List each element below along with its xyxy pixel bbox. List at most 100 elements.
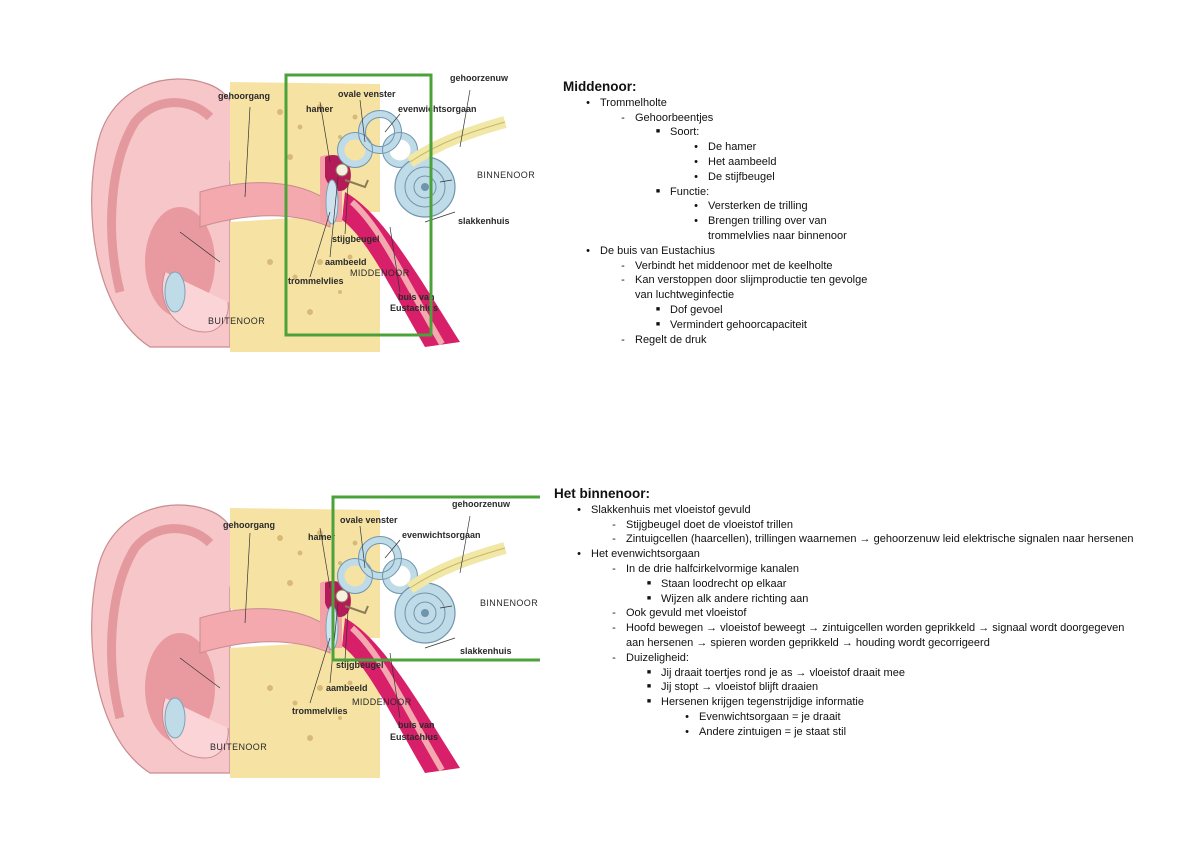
note-text: Hoofd bewegen → vloeistof beweegt → zint…: [626, 622, 1125, 635]
note-text: Regelt de druk: [635, 333, 707, 346]
bullet-marker: ■: [655, 128, 661, 136]
bullet-marker: ■: [655, 187, 661, 195]
note-text: Zintuigcellen (haarcellen), trillingen w…: [626, 533, 1134, 546]
ear-anatomy-figure: gehoorgang ovale venster gehoorzenuw ham…: [91, 73, 535, 352]
note-item: -Stijgbeugel doet de vloeistof trillen: [554, 518, 1134, 533]
note-item: -Kan verstoppen door slijmproductie ten …: [563, 273, 867, 288]
bullet-marker: •: [685, 725, 689, 738]
note-text: Jij draait toertjes rond je as → vloeist…: [661, 666, 905, 679]
highlight-box-binnenoor: [331, 495, 540, 662]
note-item: • De hamer: [563, 140, 867, 155]
bullet-marker: •: [694, 170, 698, 183]
note-item: trommelvlies naar binnenoor: [563, 229, 867, 244]
note-text: Wijzen alk andere richting aan: [661, 592, 809, 605]
note-item: -Hoofd bewegen → vloeistof beweegt → zin…: [554, 621, 1134, 636]
label-hamer: hamer: [306, 104, 334, 114]
note-item: • De buis van Eustachius: [563, 244, 867, 259]
note-text: Trommelholte: [600, 96, 667, 109]
note-item: • Brengen trilling over van: [563, 214, 867, 229]
label-gehoorzenuw: gehoorzenuw: [450, 73, 509, 83]
bullet-marker: ■: [655, 305, 661, 313]
note-item: ■Wijzen alk andere richting aan: [554, 592, 1134, 607]
bullet-marker: •: [586, 96, 590, 109]
label-binnenoor: BINNENOOR: [477, 170, 535, 180]
label-gehoorgang: gehoorgang: [223, 520, 275, 530]
note-text: Hersenen krijgen tegenstrijdige informat…: [661, 696, 864, 709]
notes-list-binnenoor: • Slakkenhuis met vloeistof gevuld -Stijgb…: [554, 503, 1134, 740]
bullet-marker: •: [586, 244, 590, 257]
note-item: •Het evenwichtsorgaan: [554, 547, 1134, 562]
section-title-binnenoor: Het binnenoor:: [554, 486, 650, 501]
note-text: Vermindert gehoorcapaciteit: [670, 318, 807, 331]
bullet-marker: •: [694, 141, 698, 154]
note-item: •Het aambeeld: [563, 155, 867, 170]
label-slakkenhuis: slakkenhuis: [458, 216, 510, 226]
highlight-box-middenoor: [284, 73, 433, 337]
label-trommelvlies: trommelvlies: [288, 276, 344, 286]
notes-binnenoor: Het binnenoor: • Slakkenhuis met vloeisto…: [554, 486, 1134, 740]
label-stijgbeugel: stijgbeugel: [336, 660, 384, 670]
note-item: •De stijfbeugel: [563, 170, 867, 185]
note-item: • Andere zintuigen = je staat stil: [554, 725, 1134, 740]
note-text: Slakkenhuis met vloeistof gevuld: [591, 503, 751, 516]
bullet-marker: -: [612, 562, 616, 575]
note-item: •Evenwichtsorgaan = je draait: [554, 710, 1134, 725]
note-item: -Ook gevuld met vloeistof: [554, 606, 1134, 621]
bullet-marker: •: [694, 215, 698, 228]
note-text: Het aambeeld: [708, 155, 777, 168]
note-text: van luchtweginfectie: [635, 289, 735, 302]
label-slakkenhuis: slakkenhuis: [460, 646, 512, 656]
note-item: • Trommelholte: [563, 96, 867, 111]
label-ovale-venster: ovale venster: [338, 89, 396, 99]
notes-list-middenoor: •Trommelholte-Gehoorbeentjes■Soort:•De h…: [563, 96, 867, 348]
bullet-marker: ■: [646, 683, 652, 691]
bullet-marker: -: [621, 274, 625, 287]
bullet-marker: ■: [646, 668, 652, 676]
ear-diagram-middenoor: gehoorgang ovale venster gehoorzenuw ham…: [80, 62, 540, 352]
bullet-marker: -: [612, 622, 616, 635]
note-item: •Versterken de trilling: [563, 199, 867, 214]
note-text: Andere zintuigen = je staat stil: [699, 725, 847, 738]
bullet-marker: ■: [655, 320, 661, 328]
note-text: De hamer: [708, 141, 757, 154]
bullet-marker: •: [577, 548, 581, 561]
label-evenwichtsorgaan: evenwichtsorgaan: [398, 104, 477, 114]
label-buis-van: buis van: [398, 720, 435, 730]
label-stijgbeugel: stijgbeugel: [332, 234, 380, 244]
label-binnenoor: BINNENOOR: [480, 598, 538, 608]
notes-middenoor: Middenoor: •Trommelholte-Gehoorbeentjes■…: [563, 79, 867, 348]
note-item: ■ Dof gevoel: [563, 303, 867, 318]
label-evenwichtsorgaan: evenwichtsorgaan: [402, 530, 481, 540]
label-gehoorzenuw: gehoorzenuw: [452, 499, 511, 509]
bullet-marker: -: [621, 333, 625, 346]
note-text: Brengen trilling over van: [708, 215, 827, 228]
note-text: In de drie halfcirkelvormige kanalen: [626, 562, 800, 575]
note-item: ■ Hersenen krijgen tegenstrijdige informa…: [554, 695, 1134, 710]
label-trommelvlies: trommelvlies: [292, 706, 348, 716]
note-item: -In de drie halfcirkelvormige kanalen: [554, 562, 1134, 577]
label-buis-van: buis van: [398, 292, 435, 302]
label-middenoor: MIDDENOOR: [352, 697, 412, 707]
note-text: Dof gevoel: [670, 303, 723, 316]
note-text: De buis van Eustachius: [600, 244, 715, 257]
bullet-marker: -: [612, 651, 616, 664]
bullet-marker: -: [612, 518, 616, 531]
ear-anatomy-figure: gehoorgang ovale venster gehoorzenuw ham…: [91, 495, 540, 778]
note-item: ■Soort:: [563, 125, 867, 140]
note-item: -Duizeligheid:: [554, 651, 1134, 666]
note-item: ■ Jij stopt → vloeistof blijft draaien: [554, 680, 1134, 695]
note-text: Functie:: [670, 185, 710, 198]
note-text: Versterken de trilling: [708, 200, 808, 213]
note-text: Ook gevuld met vloeistof: [626, 607, 747, 620]
label-aambeeld: aambeeld: [326, 683, 368, 693]
label-gehoorgang: gehoorgang: [218, 91, 270, 101]
note-text: aan hersenen → spieren worden geprikkeld…: [626, 636, 990, 649]
note-item: ■Staan loodrecht op elkaar: [554, 577, 1134, 592]
note-text: trommelvlies naar binnenoor: [708, 229, 847, 242]
bullet-marker: •: [577, 503, 581, 516]
bullet-marker: -: [612, 533, 616, 546]
note-text: Jij stopt → vloeistof blijft draaien: [661, 681, 819, 694]
note-item: aan hersenen → spieren worden geprikkeld…: [554, 636, 1134, 651]
bullet-marker: ■: [646, 698, 652, 706]
bullet-marker: •: [685, 710, 689, 723]
